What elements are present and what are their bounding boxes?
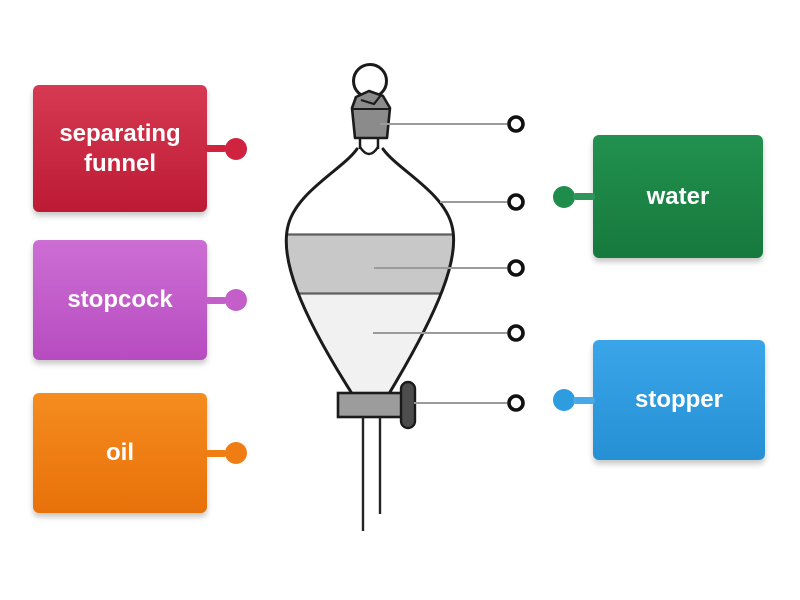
target-point-lower-liquid[interactable] (507, 324, 525, 342)
label-stopper[interactable]: stopper (553, 340, 765, 460)
funnel-neck-curve (358, 146, 380, 156)
connector-dot-icon (225, 289, 247, 311)
glass-stopper (350, 89, 392, 140)
connector-stem (573, 396, 595, 404)
connector-stem (205, 296, 227, 304)
connector-oil (205, 442, 247, 464)
connector-dot-icon (225, 442, 247, 464)
funnel-outline-left (284, 147, 359, 394)
connector-separating-funnel (205, 137, 247, 160)
label-water[interactable]: water (553, 135, 763, 258)
stopcock-handle (399, 380, 417, 430)
label-oil[interactable]: oil (33, 393, 247, 513)
connector-water (553, 185, 595, 208)
label-water-text: water (646, 182, 710, 210)
connector-stem (205, 449, 227, 457)
label-stopcock[interactable]: stopcock (33, 240, 247, 360)
label-separating-funnel[interactable]: separating funnel (33, 85, 247, 212)
connector-dot-icon (225, 137, 247, 160)
stopper-fold-line (360, 94, 382, 106)
stopcock-valve (336, 391, 404, 419)
connector-stopper (553, 389, 595, 411)
target-point-stopper[interactable] (507, 115, 525, 133)
label-stopcock-text: stopcock (67, 286, 173, 313)
label-separating-funnel-text: separating funnel (59, 119, 181, 177)
connector-stem (205, 145, 227, 152)
label-oil-text: oil (106, 439, 134, 466)
connector-dot-icon (553, 389, 575, 411)
target-point-upper-liquid[interactable] (507, 259, 525, 277)
connector-stem (573, 193, 595, 200)
target-point-funnel-body[interactable] (507, 193, 525, 211)
funnel-outline-right (381, 147, 456, 394)
upper-liquid-layer (286, 234, 454, 293)
target-point-stopcock[interactable] (507, 394, 525, 412)
label-stopper-text: stopper (634, 386, 723, 413)
connector-stopcock (205, 289, 247, 311)
connector-dot-icon (553, 185, 575, 208)
